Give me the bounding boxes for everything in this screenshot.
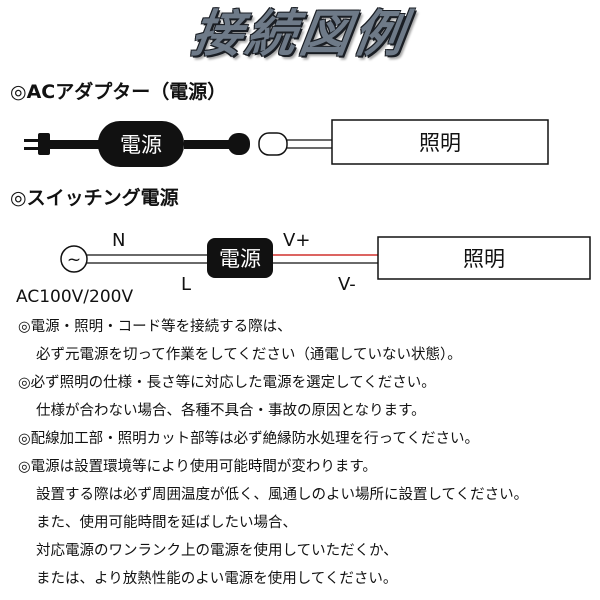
ac-adapter-diagram: 電源 照明 [24,119,549,167]
plug-head [38,133,50,155]
note-line: または、より放熱性能のよい電源を使用してください。 [36,571,398,587]
adapter-label: 電源 [120,133,162,157]
connection-diagram: 電源 照明 ~ N L 電源 V+ V- 照明 AC100V/200 [16,119,591,307]
note-line: ◎電源・照明・コード等を接続する際は、 [18,319,292,335]
notes-list: ◎電源・照明・コード等を接続する際は、 必ず元電源を切って作業をしてください（通… [18,313,596,593]
light-box-1 [331,119,549,165]
n-label: N [112,230,125,251]
ac-wave-symbol: ~ [67,250,81,270]
light-label-1: 照明 [419,131,461,155]
note-line: また、使用可能時間を延ばしたい場合、 [36,515,297,531]
ac-voltage-label: AC100V/200V [16,287,133,307]
note-line: 仕様が合わない場合、各種不具合・事故の原因となります。 [36,403,426,419]
l-label: L [181,274,191,295]
switching-power-heading: ◎スイッチング電源 [10,187,179,209]
switching-power-unit [207,238,273,278]
ac-source-icon [60,245,88,273]
adapter-cord [184,140,230,149]
ac-adapter-heading: ◎ACアダプター（電源） [10,81,227,103]
note-line: 対応電源のワンランク上の電源を使用していただくか、 [36,543,398,559]
dc-connector [258,132,288,156]
dc-jack [228,133,250,155]
v-plus-label: V+ [283,230,310,251]
plug-cord [50,140,100,149]
plug-prong-bottom [24,147,40,150]
switching-power-diagram: ~ N L 電源 V+ V- 照明 AC100V/200V [16,230,591,307]
v-minus-label: V- [338,274,356,295]
light-box-2 [377,236,591,280]
note-line: 設置する際は必ず周囲温度が低く、風通しのよい場所に設置してください。 [36,487,529,503]
adapter-body [98,121,184,167]
plug-prong-top [24,139,40,142]
note-line: 必ず元電源を切って作業をしてください（通電していない状態）。 [36,347,462,363]
note-line: ◎電源は設置環境等により使用可能時間が変わります。 [18,459,377,475]
note-line: ◎配線加工部・照明カット部等は必ず絶縁防水処理を行ってください。 [18,431,479,447]
power-unit-label: 電源 [219,247,261,271]
note-line: ◎必ず照明の仕様・長さ等に対応した電源を選定してください。 [18,375,436,391]
light-label-2: 照明 [463,247,505,271]
